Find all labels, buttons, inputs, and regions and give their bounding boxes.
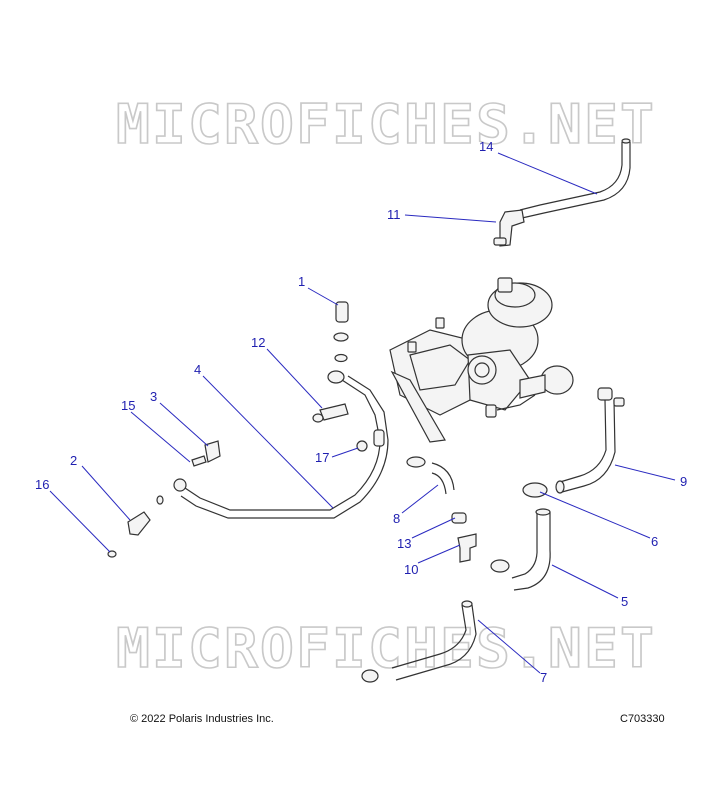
callout-labels: 1 2 3 4 5 6 7 8 9 10 11 12 13 14 15 16 1… <box>35 139 687 685</box>
callout-8: 8 <box>393 511 400 526</box>
part-13-fitting <box>451 512 467 524</box>
callout-3: 3 <box>150 389 157 404</box>
part-4-oil-line <box>173 370 389 519</box>
callout-12: 12 <box>251 335 265 350</box>
part-16-plug <box>107 550 117 558</box>
callout-10: 10 <box>404 562 418 577</box>
callout-17: 17 <box>315 450 329 465</box>
callout-5: 5 <box>621 594 628 609</box>
callout-2: 2 <box>70 453 77 468</box>
watermark-top: MICROFICHES.NET <box>116 93 656 156</box>
part-2-fitting <box>127 495 164 536</box>
figure-code: C703330 <box>620 713 665 725</box>
part-5-hose <box>490 508 551 591</box>
callout-16: 16 <box>35 477 49 492</box>
part-3-fitting <box>204 440 221 463</box>
callout-6: 6 <box>651 534 658 549</box>
turbocharger-assembly <box>389 277 574 443</box>
part-14-hose <box>493 138 631 247</box>
leader-lines <box>49 152 676 674</box>
part-7-hose <box>361 600 477 683</box>
callout-4: 4 <box>194 362 201 377</box>
callout-7: 7 <box>540 670 547 685</box>
part-8-hose <box>406 456 455 495</box>
callout-13: 13 <box>397 536 411 551</box>
part-17-washer <box>356 440 368 452</box>
part-1-banjo-bolt <box>333 301 349 363</box>
part-10-tee <box>457 533 477 563</box>
part-12-fitting <box>312 403 349 423</box>
part-9-hose <box>555 387 625 494</box>
callout-11: 11 <box>387 207 401 222</box>
part-15-plug <box>191 455 207 467</box>
copyright-text: © 2022 Polaris Industries Inc. <box>130 713 274 725</box>
callout-15: 15 <box>121 398 135 413</box>
callout-9: 9 <box>680 474 687 489</box>
callout-1: 1 <box>298 274 305 289</box>
part-6-clamp <box>522 482 548 498</box>
watermark-bottom: MICROFICHES.NET <box>116 617 656 680</box>
callout-14: 14 <box>479 139 493 154</box>
